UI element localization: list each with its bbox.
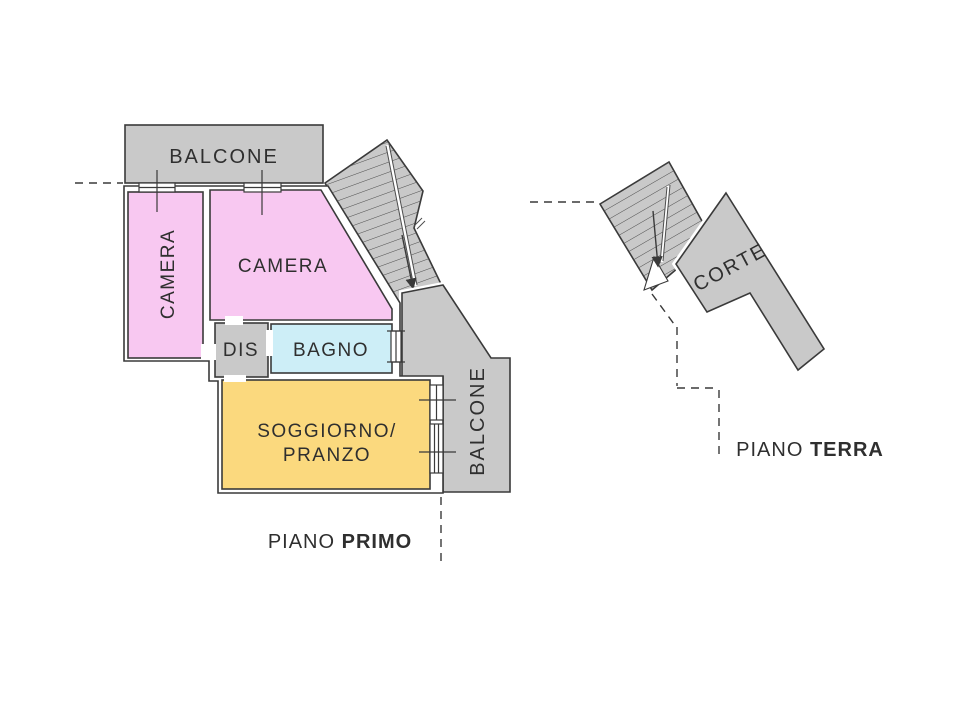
staircase-terra-cut-notch <box>643 255 669 291</box>
staircase-primo <box>323 138 443 311</box>
plan-piano-primo: BALCONE CAMERA CAMERA DIS BAGNO SOGGIORN… <box>75 124 513 561</box>
area-balcone-top <box>124 124 324 184</box>
plan-title-piano-primo: PIANO PRIMO <box>268 531 412 553</box>
label-dis: DIS <box>223 340 259 361</box>
plan-title-piano-terra: PIANO TERRA <box>736 439 884 461</box>
door-camera-left-dis <box>201 344 216 360</box>
window-soggiorno-lower <box>419 423 456 474</box>
corte-body <box>675 191 826 372</box>
staircase-terra-rail-gap <box>660 185 670 263</box>
staircase-terra-rail-b <box>662 184 671 262</box>
area-corte: CORTE <box>671 186 829 376</box>
label-balcone-top: BALCONE <box>169 146 279 168</box>
staircase-primo-rail-a <box>385 145 415 288</box>
room-soggiorno <box>221 379 431 490</box>
staircase-primo-rail-b <box>388 143 418 286</box>
boundary-dash-diagonal <box>651 293 675 325</box>
label-bagno: BAGNO <box>293 340 369 361</box>
room-bagno <box>270 323 393 374</box>
door-dis-bagno <box>266 330 273 356</box>
door-camera-right-dis <box>225 316 243 325</box>
window-soggiorno-upper <box>419 384 456 421</box>
label-soggiorno-line2: PRANZO <box>283 445 371 466</box>
staircase-terra-direction-arrow <box>651 210 663 268</box>
label-camera-left: CAMERA <box>158 229 179 319</box>
room-camera-right <box>209 189 393 321</box>
room-dis <box>214 322 269 378</box>
staircase-primo-break-mark-a <box>413 217 423 227</box>
label-camera-right: CAMERA <box>238 256 328 277</box>
label-soggiorno-line1: SOGGIORNO/ <box>257 421 397 442</box>
staircase-primo-break-mark-b <box>416 220 426 230</box>
door-dis-soggiorno <box>224 375 246 382</box>
staircase-primo-direction-arrow <box>401 234 417 290</box>
window-camera-right <box>243 170 282 215</box>
door-openings <box>201 316 273 382</box>
label-balcone-right: BALCONE <box>467 366 489 476</box>
window-camera-left <box>138 170 176 212</box>
window-frame <box>429 423 444 474</box>
window-bagno <box>387 330 405 363</box>
staircase-primo-rail-gap <box>386 144 417 287</box>
staircase-terra-rail-a <box>659 186 668 264</box>
plan-piano-terra: CORTE PIANO TERRA <box>530 160 884 461</box>
room-camera-left <box>127 191 204 359</box>
